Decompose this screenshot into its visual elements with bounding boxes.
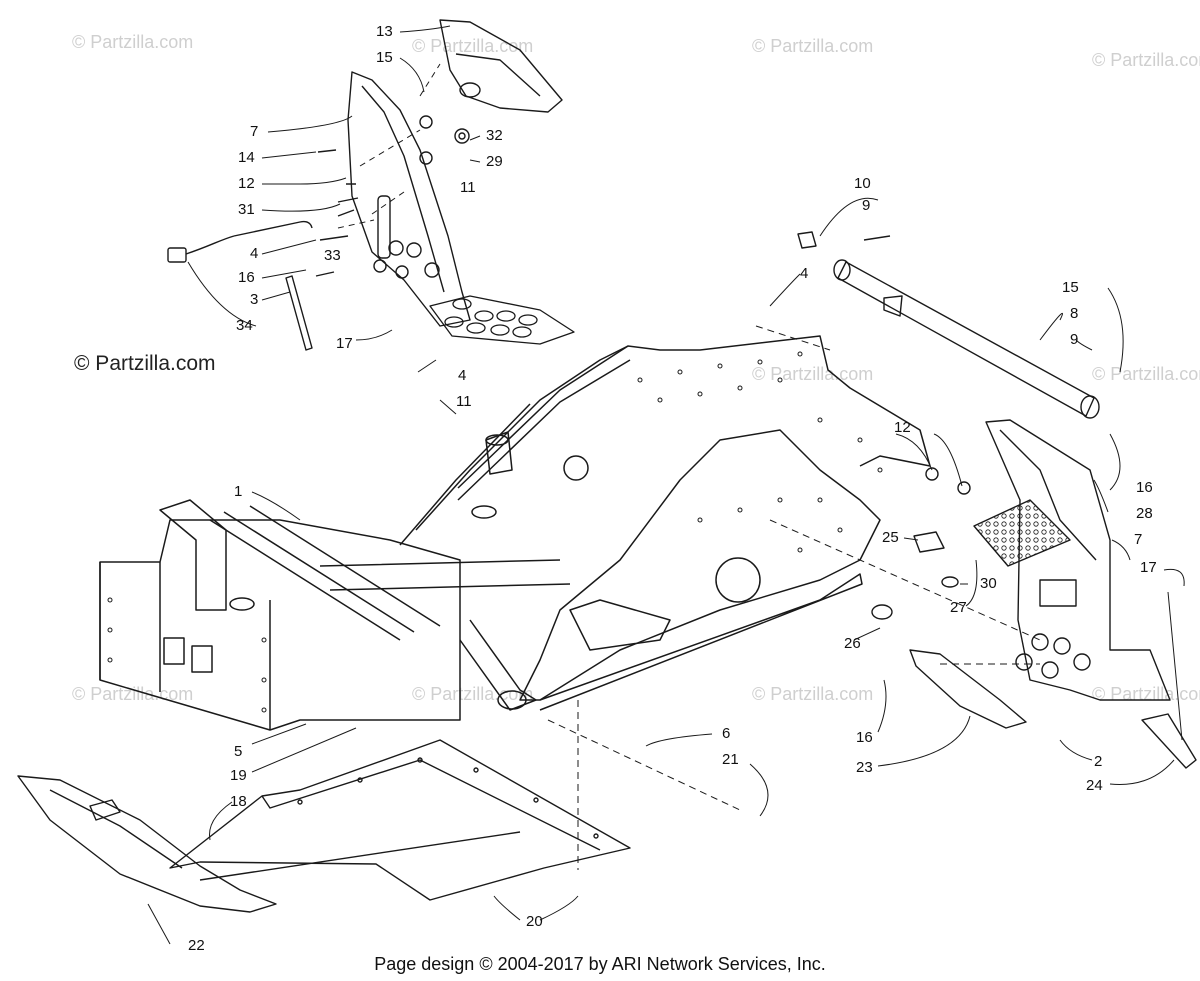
callout-11: 11 xyxy=(460,179,476,196)
copyright-footer: Page design © 2004-2017 by ARI Network S… xyxy=(374,954,826,974)
callout-5: 5 xyxy=(234,743,243,760)
callout-8: 8 xyxy=(1070,305,1079,322)
callout-29: 30 xyxy=(980,575,997,592)
callout-2: 2 xyxy=(1094,753,1103,770)
steering-support-plate xyxy=(347,71,471,327)
callout-14: 14 xyxy=(238,149,255,166)
lower-right-bracket xyxy=(909,649,1197,769)
frame-exploded-view xyxy=(17,19,1197,945)
steering-post xyxy=(797,231,1100,419)
callout-24: 24 xyxy=(1086,777,1103,794)
callout-17b: 17 xyxy=(1140,559,1157,576)
callout-17: 17 xyxy=(336,335,353,352)
front-bumper xyxy=(17,775,277,913)
callout-34: 34 xyxy=(236,317,253,334)
watermark: © Partzilla.com xyxy=(752,364,874,384)
small-hardware-left xyxy=(167,115,470,351)
right-side-panel xyxy=(871,419,1171,701)
callout-7: 7 xyxy=(250,123,259,140)
callout-12: 12 xyxy=(238,175,255,192)
leader-dashes xyxy=(547,325,1041,870)
callout-9: 9 xyxy=(862,197,871,214)
callout-7b: 7 xyxy=(1134,531,1143,548)
callout-30: 29 xyxy=(486,153,503,170)
callout-16c: 16 xyxy=(1136,479,1153,496)
callout-4c: 4 xyxy=(800,265,809,282)
watermark: © Partzilla.com xyxy=(1092,364,1200,384)
watermark: © Partzilla.com xyxy=(752,36,874,56)
callout-26: 26 xyxy=(844,635,861,652)
watermark: © Partzilla.com xyxy=(72,32,194,52)
callout-13: 13 xyxy=(376,23,393,40)
callout-10: 10 xyxy=(854,175,871,192)
callout-19: 19 xyxy=(230,767,247,784)
callout-20: 20 xyxy=(526,913,543,930)
callout-15b: 15 xyxy=(1062,279,1079,296)
callout-12b: 12 xyxy=(894,419,911,436)
watermark: © Partzilla.com xyxy=(1092,684,1200,704)
dashed-leader-lines xyxy=(337,63,441,229)
callout-15: 15 xyxy=(376,49,393,66)
callout-28: 28 xyxy=(1136,505,1153,522)
bracket-13 xyxy=(439,19,563,113)
callout-18: 18 xyxy=(230,793,247,810)
skid-plate xyxy=(169,739,631,901)
callout-16b: 16 xyxy=(856,729,873,746)
callout-21: 21 xyxy=(722,751,739,768)
frame-holes xyxy=(107,351,883,713)
watermark: © Partzilla.com xyxy=(752,684,874,704)
callout-4b: 4 xyxy=(458,367,467,384)
callout-leaders xyxy=(147,25,1185,945)
callout-11b: 11 xyxy=(456,393,472,410)
callout-6: 6 xyxy=(722,725,731,742)
callout-32: 32 xyxy=(486,127,503,144)
footrest-plate xyxy=(429,295,575,345)
callout-3: 3 xyxy=(250,291,259,308)
main-frame xyxy=(99,335,931,731)
callout-4: 4 xyxy=(250,245,259,262)
callout-16: 16 xyxy=(238,269,255,286)
watermark-main: © Partzilla.com xyxy=(74,352,216,375)
callout-9b: 9 xyxy=(1070,331,1079,348)
callout-25: 25 xyxy=(882,529,899,546)
watermark: © Partzilla.com xyxy=(1092,50,1200,70)
callout-31: 31 xyxy=(238,201,255,218)
callout-1: 1 xyxy=(234,483,243,500)
callout-33: 33 xyxy=(324,247,341,264)
callout-27: 27 xyxy=(950,599,967,616)
callout-22: 22 xyxy=(188,937,205,954)
callout-23: 23 xyxy=(856,759,873,776)
